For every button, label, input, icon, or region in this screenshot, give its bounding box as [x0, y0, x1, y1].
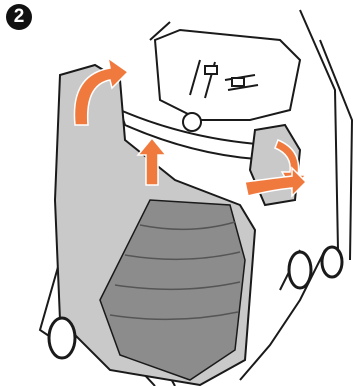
front-left-wheel [49, 318, 75, 358]
rear-wheel [322, 247, 342, 277]
front-right-wheel [289, 252, 311, 288]
step-number-badge: 2 [6, 4, 32, 30]
buckle-icon [183, 113, 201, 131]
seat-back [155, 30, 300, 120]
